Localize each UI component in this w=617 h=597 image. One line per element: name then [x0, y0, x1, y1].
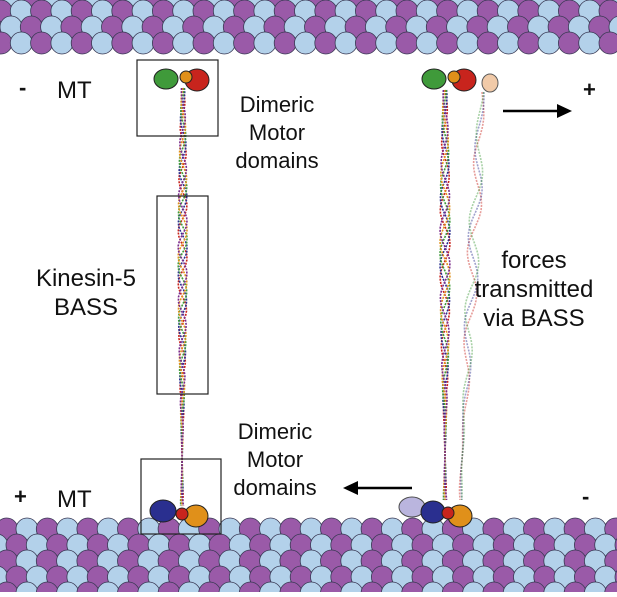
- neck-linker-red: [441, 506, 455, 520]
- tubulin-subunit: [70, 31, 94, 55]
- bass-strand-left: [177, 87, 188, 507]
- motor-label-top: Dimeric Motor domains: [222, 91, 332, 175]
- tubulin-subunit: [334, 31, 358, 55]
- motor-label-top-line3: domains: [235, 148, 319, 173]
- tubulin-subunit: [476, 31, 500, 55]
- neck-linker-orange: [447, 70, 461, 84]
- motor-label-bottom: Dimeric Motor domains: [220, 418, 330, 502]
- motor-head-navy: [420, 500, 446, 524]
- bass-label: Kinesin-5 BASS: [20, 264, 152, 322]
- microtubule-top: [0, 0, 617, 55]
- neck-linker-red: [175, 507, 189, 521]
- forces-label-line3: via BASS: [483, 305, 585, 332]
- tubulin-subunit: [598, 31, 617, 55]
- tubulin-subunit: [30, 31, 53, 55]
- tubulin-subunit: [456, 31, 480, 55]
- tubulin-subunit: [415, 31, 439, 55]
- motor-head-navy: [149, 499, 177, 523]
- bass-box: [156, 195, 209, 395]
- motor-head-green: [421, 68, 447, 90]
- tubulin-subunit: [537, 31, 561, 55]
- tubulin-subunit: [172, 31, 196, 55]
- bass-strand-right: [439, 89, 451, 501]
- motor-domains: [149, 68, 499, 528]
- motor-label-top-line1: Dimeric: [239, 92, 315, 117]
- bass-strand-ghost: [458, 91, 485, 501]
- tubulin-subunit: [578, 31, 602, 55]
- neck-linker-orange: [179, 70, 193, 84]
- bass-strand-ghost: [459, 91, 485, 501]
- tubulin-subunit: [111, 31, 135, 55]
- tubulin-subunit: [497, 31, 520, 55]
- forces-label: forces transmitted via BASS: [458, 246, 610, 333]
- mt-label-bottom: MT: [57, 486, 92, 513]
- plus-end-sign-bottom: +: [14, 484, 27, 509]
- tubulin-subunit: [294, 31, 317, 55]
- microtubule-bottom: [0, 517, 617, 597]
- bass-label-line1: Kinesin-5: [35, 265, 137, 292]
- tubulin-subunit: [314, 31, 338, 55]
- tubulin-subunit: [395, 31, 419, 55]
- bass-strand-ghost: [460, 91, 485, 501]
- motor-box-top: [136, 59, 219, 137]
- tubulin-subunit: [131, 31, 155, 55]
- motor-head-green: [153, 68, 179, 90]
- tubulin-subunit: [151, 31, 175, 55]
- tubulin-subunit: [9, 31, 33, 55]
- motor-label-bottom-line1: Dimeric: [237, 419, 313, 444]
- bass-strand-right: [439, 89, 451, 501]
- tubulin-subunit: [558, 31, 581, 55]
- tubulin-subunit: [192, 31, 216, 55]
- tubulin-subunit: [273, 31, 297, 55]
- motor-label-bottom-line3: domains: [233, 475, 317, 500]
- motor-box-bottom: [140, 458, 222, 535]
- tubulin-subunit: [375, 31, 399, 55]
- tubulin-subunit: [212, 31, 236, 55]
- tubulin-subunit: [253, 31, 277, 55]
- motor-label-bottom-line2: Motor: [246, 447, 304, 472]
- tubulin-subunit: [436, 31, 460, 55]
- tubulin-subunit: [50, 31, 74, 55]
- arrow-right-icon: [503, 104, 572, 118]
- tubulin-subunit: [354, 31, 378, 55]
- bass-strand-right: [439, 89, 451, 501]
- bass-stalks: [177, 87, 485, 507]
- motor-label-top-line2: Motor: [248, 120, 306, 145]
- tubulin-subunit: [233, 31, 257, 55]
- plus-end-sign-top: +: [583, 77, 596, 102]
- tubulin-subunit: [91, 31, 114, 55]
- bass-label-line2: BASS: [53, 294, 119, 321]
- motor-head-ghost-orange: [481, 73, 499, 93]
- arrow-left-icon: [343, 481, 412, 495]
- tubulin-subunit: [517, 31, 541, 55]
- minus-end-sign-top: -: [19, 75, 27, 100]
- forces-label-line1: forces: [501, 247, 567, 274]
- forces-label-line2: transmitted: [474, 276, 594, 303]
- minus-end-sign-bottom: -: [582, 484, 590, 509]
- mt-label-top: MT: [57, 77, 92, 104]
